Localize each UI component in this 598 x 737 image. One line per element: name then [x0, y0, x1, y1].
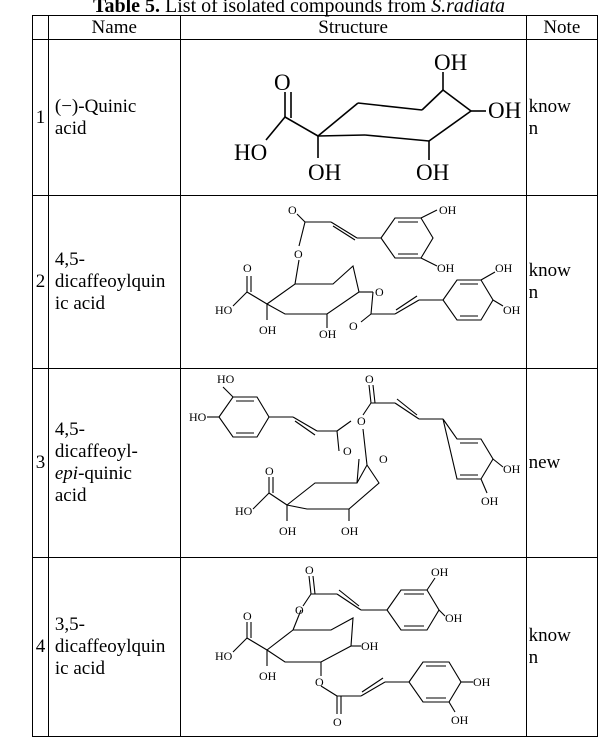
atom-label: HO [215, 649, 233, 663]
atom-label: HO [189, 410, 207, 424]
note-line: n [528, 117, 539, 139]
name-line: 4,5- [54, 249, 85, 270]
table-caption: Table 5. List of isolated compounds from… [0, 0, 598, 18]
row-index: 3 [32, 368, 49, 558]
note-cell: new [525, 368, 598, 558]
structure-cell: O HO OH OH OH OH [179, 39, 527, 196]
atom-label: OH [259, 323, 277, 337]
structure-cell: HO HO O O O O O HO OH OH OH OH [179, 368, 527, 558]
structure-cell: O O OH OH O HO OH OH O O OH OH [179, 557, 527, 737]
name-line: (−)-Quinic [54, 95, 137, 117]
name-line: dicaffeoyl- [54, 441, 138, 462]
atom-label: OH [434, 50, 467, 75]
structure-45-dicaffeoylquinic-acid: O O OH OH O O HO OH OH O OH OH [215, 203, 521, 341]
name-line: ic acid [54, 658, 105, 679]
atom-label: O [274, 70, 291, 95]
table-caption-text: List of isolated compounds from [165, 0, 432, 17]
note-cell: know n [525, 195, 598, 369]
note-line: know [528, 95, 571, 117]
atom-label: OH [279, 524, 297, 538]
atom-label: OH [495, 261, 513, 275]
structure-cell: O O OH OH O O HO OH OH O OH OH [179, 195, 527, 369]
compound-name: (−)-Quinic acid [47, 39, 181, 196]
name-line: acid [54, 485, 87, 506]
note-line: n [528, 282, 539, 303]
name-line: dicaffeoylquin [54, 636, 166, 657]
header-row: Name Structure Note [32, 15, 598, 40]
note-line: know [528, 260, 571, 281]
atom-label: OH [488, 98, 521, 123]
atom-label: OH [437, 261, 455, 275]
compound-name: 4,5- dicaffeoyl- epi-quinic acid [47, 368, 181, 558]
atom-label: OH [445, 611, 463, 625]
atom-label: HO [235, 504, 253, 518]
note-line: n [528, 647, 539, 668]
atom-label: OH [308, 160, 341, 185]
atom-label: O [379, 452, 388, 466]
atom-label: OH [416, 160, 449, 185]
atom-label: O [349, 319, 358, 333]
note-line: new [528, 452, 561, 473]
header-index [32, 15, 49, 40]
name-line: dicaffeoylquin [54, 271, 166, 292]
compounds-table: Name Structure Note 1 (−)-Quinic acid [32, 15, 598, 737]
atom-label: O [265, 464, 274, 478]
header-structure: Structure [179, 15, 527, 40]
atom-label: O [357, 414, 366, 428]
atom-label: O [343, 444, 352, 458]
atom-label: OH [341, 524, 359, 538]
atom-label: O [243, 261, 252, 275]
name-line: epi-quinic [55, 463, 178, 485]
name-line: 4,5- [54, 419, 85, 440]
row-index: 2 [32, 195, 49, 369]
table-row: 4 3,5- dicaffeoylquin ic acid [32, 557, 598, 737]
atom-label: OH [473, 675, 491, 689]
note-cell: know n [525, 557, 598, 737]
atom-label: O [288, 203, 297, 217]
atom-label: HO [217, 372, 235, 386]
row-index: 1 [32, 39, 49, 196]
structure-35-dicaffeoylquinic-acid: O O OH OH O HO OH OH O O OH OH [215, 563, 491, 729]
note-cell: know n [525, 39, 598, 196]
atom-label: HO [234, 140, 267, 165]
name-line: acid [54, 117, 87, 139]
structure-quinic-acid: O HO OH OH OH OH [234, 50, 521, 185]
compound-name: 3,5- dicaffeoylquin ic acid [47, 557, 181, 737]
atom-label: OH [481, 494, 499, 508]
atom-label: O [375, 285, 384, 299]
table-caption-species: S.radiata [431, 0, 506, 17]
header-note: Note [525, 15, 598, 40]
structure-45-dicaffeoyl-epi-quinic-acid: HO HO O O O O O HO OH OH OH OH [189, 372, 521, 538]
note-line: know [528, 625, 571, 646]
atom-label: O [294, 247, 303, 261]
atom-label: OH [503, 462, 521, 476]
atom-label: OH [431, 565, 449, 579]
atom-label: O [333, 715, 342, 729]
table-row: 1 (−)-Quinic acid [32, 39, 598, 196]
header-name: Name [47, 15, 181, 40]
atom-label: OH [439, 203, 457, 217]
atom-label: OH [319, 327, 337, 341]
name-suffix: -quinic [78, 463, 132, 484]
atom-label: O [315, 675, 324, 689]
atom-label: O [295, 603, 304, 617]
name-line: ic acid [54, 293, 105, 314]
atom-label: HO [215, 303, 233, 317]
atom-label: O [243, 609, 252, 623]
atom-label: OH [259, 669, 277, 683]
atom-label: O [305, 563, 314, 577]
row-index: 4 [32, 557, 49, 737]
atom-label: O [365, 372, 374, 386]
table-row: 3 4,5- dicaffeoyl- epi-quinic acid [32, 368, 598, 558]
atom-label: OH [451, 713, 469, 727]
table-row: 2 4,5- dicaffeoylquin ic acid [32, 195, 598, 369]
name-italic: epi [54, 463, 79, 484]
compound-name: 4,5- dicaffeoylquin ic acid [47, 195, 181, 369]
atom-label: OH [361, 639, 379, 653]
atom-label: OH [503, 303, 521, 317]
table-caption-label: Table 5. [92, 0, 161, 17]
name-line: 3,5- [54, 614, 85, 635]
